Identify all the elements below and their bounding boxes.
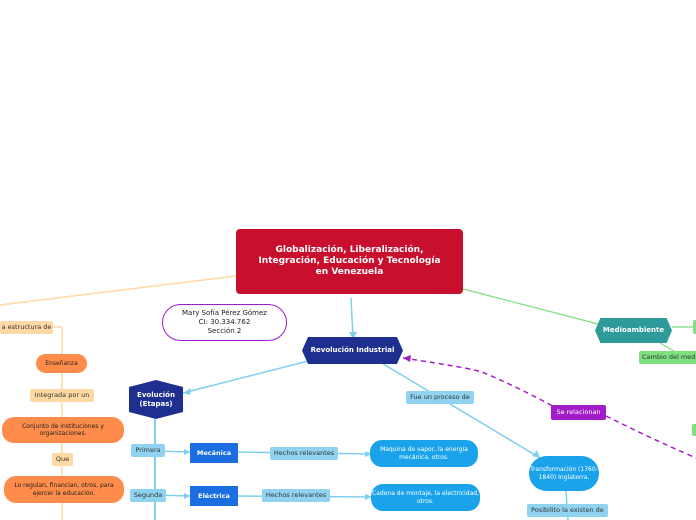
ensenanza-node[interactable]: Enseñanza <box>36 354 87 373</box>
revolucion-industrial-node[interactable]: Revolución Industrial <box>302 337 403 364</box>
author-info[interactable]: Mary Sofía Pérez Gómez CI: 30.334.762 Se… <box>162 304 287 341</box>
fact-node-1[interactable]: Maquina de vapor, la energía mecánica, o… <box>370 440 478 467</box>
hechos-relevantes-label-1[interactable]: Hechos relevantes <box>270 447 338 460</box>
estructura-label[interactable]: a estructura de <box>0 321 53 334</box>
central-topic-text: Globalización, Liberalización, Integraci… <box>258 244 441 278</box>
etapa-segunda-label[interactable]: Segunda <box>130 489 166 502</box>
offscreen-green-node[interactable] <box>693 320 696 334</box>
integrada-label[interactable]: Integrada por un <box>30 389 94 402</box>
fact-node-2[interactable]: Cadena de montaje, la electricidad, otro… <box>371 484 480 511</box>
etapa-electrica-node[interactable]: Eléctrica <box>190 486 238 506</box>
fue-proceso-label[interactable]: Fue un proceso de <box>406 391 474 404</box>
hechos-relevantes-label-2[interactable]: Hechos relevantes <box>262 489 330 502</box>
regulan-node[interactable]: Lo regulan, financian, otros, para ejerc… <box>4 476 124 503</box>
offscreen-green-node-2[interactable] <box>692 424 696 436</box>
conjunto-node[interactable]: Conjunto de instituciones y organizacion… <box>2 417 124 443</box>
medioambiente-title: Medioambiente <box>602 326 665 335</box>
central-topic[interactable]: Globalización, Liberalización, Integraci… <box>236 229 463 294</box>
etapa-primera-label[interactable]: Primera <box>131 444 165 457</box>
revolucion-title: Revolución Industrial <box>310 346 395 355</box>
que-label[interactable]: Que <box>52 453 73 466</box>
evolucion-node[interactable]: Evolución (Etapas) <box>129 380 183 419</box>
se-relacionan-label[interactable]: Se relacionan <box>551 405 606 420</box>
medioambiente-node[interactable]: Medioambiente <box>595 318 672 343</box>
evolucion-title: Evolución (Etapas) <box>137 390 175 408</box>
posibilito-label[interactable]: Posibilito la existen de <box>527 504 608 517</box>
transformacion-node[interactable]: Transformación (1760-1840) Inglaterra. <box>529 456 599 491</box>
cambio-label[interactable]: Cambio del med <box>639 351 696 364</box>
etapa-mecanica-node[interactable]: Mecánica <box>190 443 238 463</box>
